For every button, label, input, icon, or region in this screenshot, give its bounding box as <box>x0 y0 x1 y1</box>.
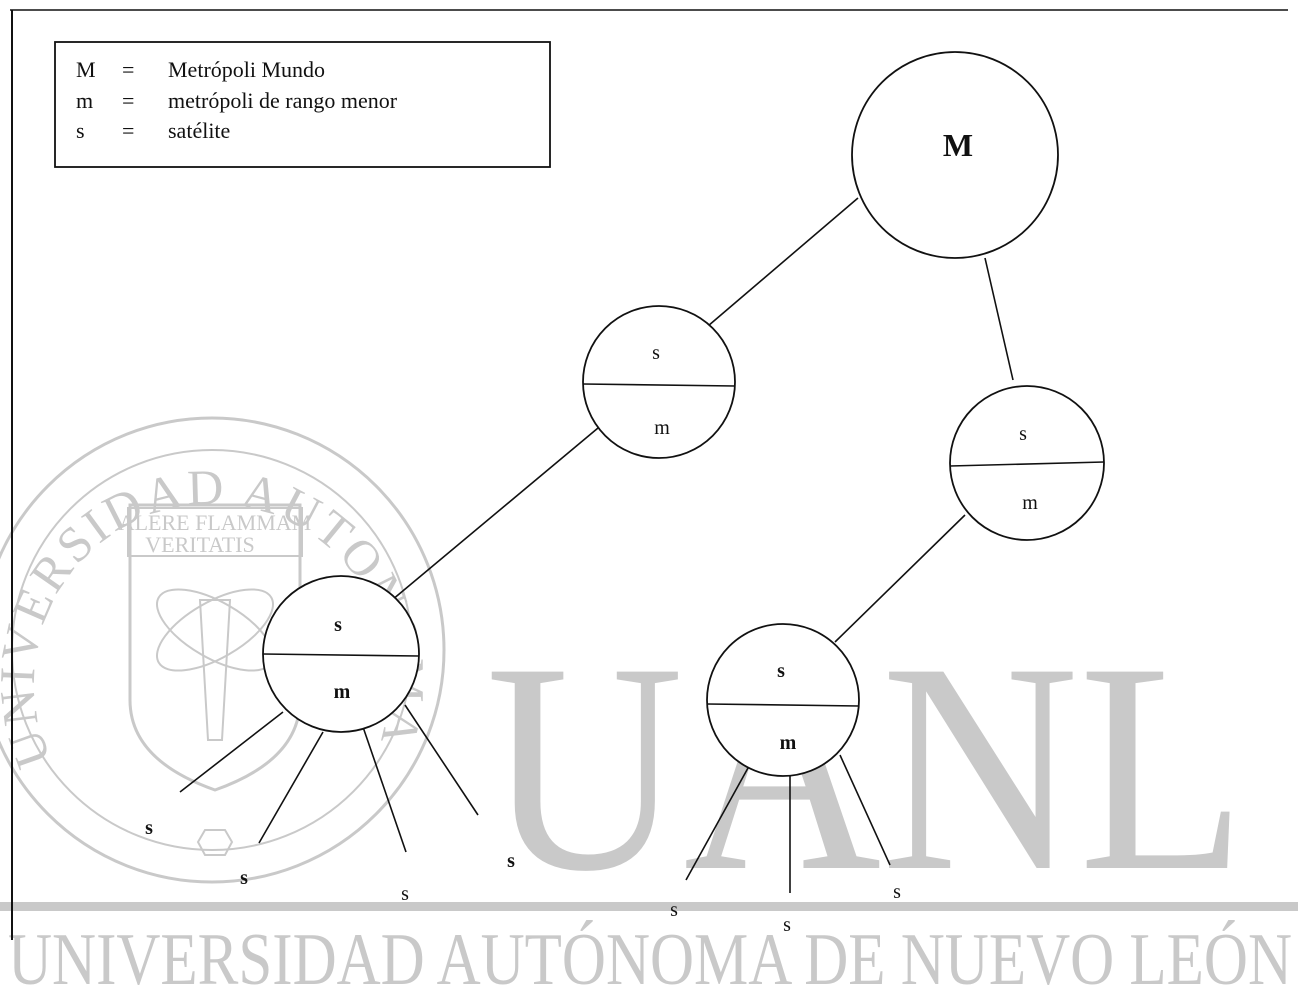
node-mid-left: s m <box>582 305 736 459</box>
node-circle <box>582 305 736 459</box>
satellite-label: s <box>670 899 678 921</box>
seal-motto-line2: VERITATIS <box>145 532 254 557</box>
edge-to-satellite <box>685 767 749 881</box>
legend-meaning: Metrópoli Mundo <box>168 57 325 82</box>
connectors <box>179 197 1014 893</box>
node-circle <box>851 51 1059 259</box>
node-divider <box>582 383 736 387</box>
node-top-label: s <box>1019 423 1027 445</box>
node-bottom-label: m <box>334 681 351 703</box>
edge-midleft-lowleft <box>391 427 599 601</box>
satellite-label: s <box>145 817 153 839</box>
edge-to-satellite <box>839 754 891 866</box>
legend-equals: = <box>122 57 134 82</box>
node-top-label: s <box>777 660 785 682</box>
node-bottom-label: m <box>1022 492 1038 514</box>
legend-box <box>54 41 551 168</box>
watermark-uanl: UANL <box>486 601 1246 933</box>
satellite-label: s <box>507 850 515 872</box>
node-low-left: s m <box>262 575 420 733</box>
watermark-rule <box>0 902 1298 911</box>
satellites-left: s s s s <box>145 817 515 905</box>
seal-outer-ring <box>0 416 446 884</box>
seal-base-ornament <box>196 829 234 856</box>
seal-motto-banner <box>127 507 303 557</box>
node-mid-right: s m <box>949 385 1105 541</box>
legend-symbol: s <box>76 118 85 143</box>
satellite-label: s <box>893 881 901 903</box>
node-divider <box>262 653 420 657</box>
node-bottom-label: m <box>654 417 670 439</box>
node-circle <box>706 623 860 777</box>
node-label: M <box>943 127 973 163</box>
watermark-university-name: UNIVERSIDAD AUTÓNOMA DE NUEVO LEÓN <box>8 919 1292 991</box>
edge-world-midleft <box>707 197 859 327</box>
legend-meaning: satélite <box>168 118 230 143</box>
satellite-label: s <box>783 914 791 936</box>
node-divider <box>706 703 860 707</box>
node-divider <box>949 461 1105 467</box>
legend-symbol: m <box>76 88 93 113</box>
edge-to-satellite <box>179 711 284 793</box>
node-bottom-label: m <box>780 732 797 754</box>
node-circle <box>949 385 1105 541</box>
node-low-right: s m <box>706 623 860 777</box>
edge-world-midright <box>984 257 1014 381</box>
seal-shield <box>128 503 302 792</box>
seal-torch <box>198 599 232 741</box>
node-world-metropolis: M <box>851 51 1059 259</box>
edge-to-satellite <box>404 704 479 816</box>
node-top-label: s <box>652 342 660 364</box>
satellites-right: s s s <box>670 881 901 936</box>
edge-to-satellite <box>258 731 324 844</box>
seal-motto-line1: ALERE FLAMMAM <box>119 510 312 535</box>
satellite-label: s <box>240 867 248 889</box>
legend-equals: = <box>122 118 134 143</box>
legend-symbol: M <box>76 57 96 82</box>
legend-equals: = <box>122 88 134 113</box>
node-top-label: s <box>334 614 342 636</box>
satellite-label: s <box>401 883 409 905</box>
legend: M = Metrópoli Mundo m = metrópoli de ran… <box>54 41 551 168</box>
legend-meaning: metrópoli de rango menor <box>168 88 398 113</box>
edge-midright-lowright <box>834 514 966 643</box>
edge-to-satellite <box>362 726 407 853</box>
